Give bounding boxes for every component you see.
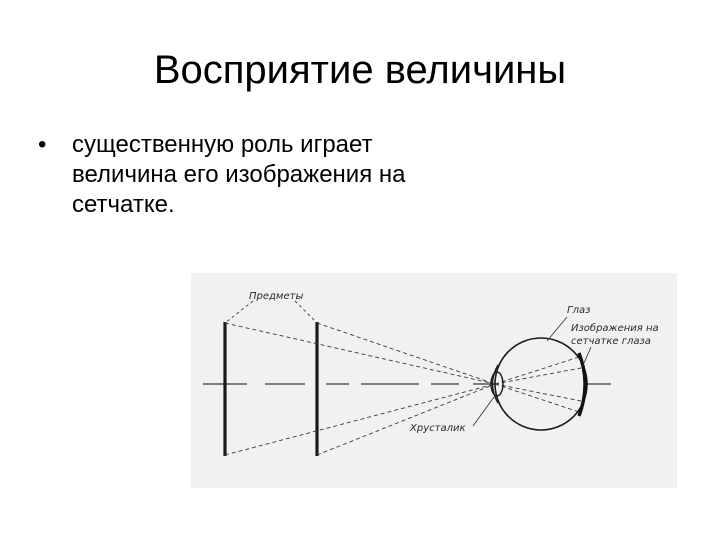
eye-pointer <box>546 316 568 342</box>
diagram-svg: Предметы Глаз Изображения на сетчатке гл… <box>203 291 659 456</box>
bullet-list: • существенную роль играет величина его … <box>38 130 558 220</box>
eyeball <box>494 337 588 431</box>
bullet-text-line-1: существенную роль играет <box>72 131 373 158</box>
cornea <box>491 364 499 404</box>
bullet-text-line-2: величина его изображения на <box>72 161 406 188</box>
lens-pointer <box>472 396 495 427</box>
objects-pointer <box>224 300 318 324</box>
objects-label: Предметы <box>249 291 303 302</box>
bullet-item: • существенную роль играет величина его … <box>38 130 558 220</box>
retina-image-pointer <box>583 346 592 364</box>
eye-perception-diagram: Предметы Глаз Изображения на сетчатке гл… <box>191 273 677 488</box>
retina <box>577 352 587 417</box>
bullet-text-line-3: сетчатке. <box>72 191 175 218</box>
light-rays <box>224 322 582 456</box>
lens-label: Хрусталик <box>409 423 466 434</box>
slide-title: Восприятие величины <box>153 48 567 92</box>
bullet-marker: • <box>38 131 47 158</box>
retina-image-label-line-1: Изображения на <box>571 322 659 334</box>
retina-image-label-line-2: сетчатке глаза <box>571 336 651 347</box>
eye-label: Глаз <box>567 305 590 316</box>
lens <box>490 371 504 397</box>
